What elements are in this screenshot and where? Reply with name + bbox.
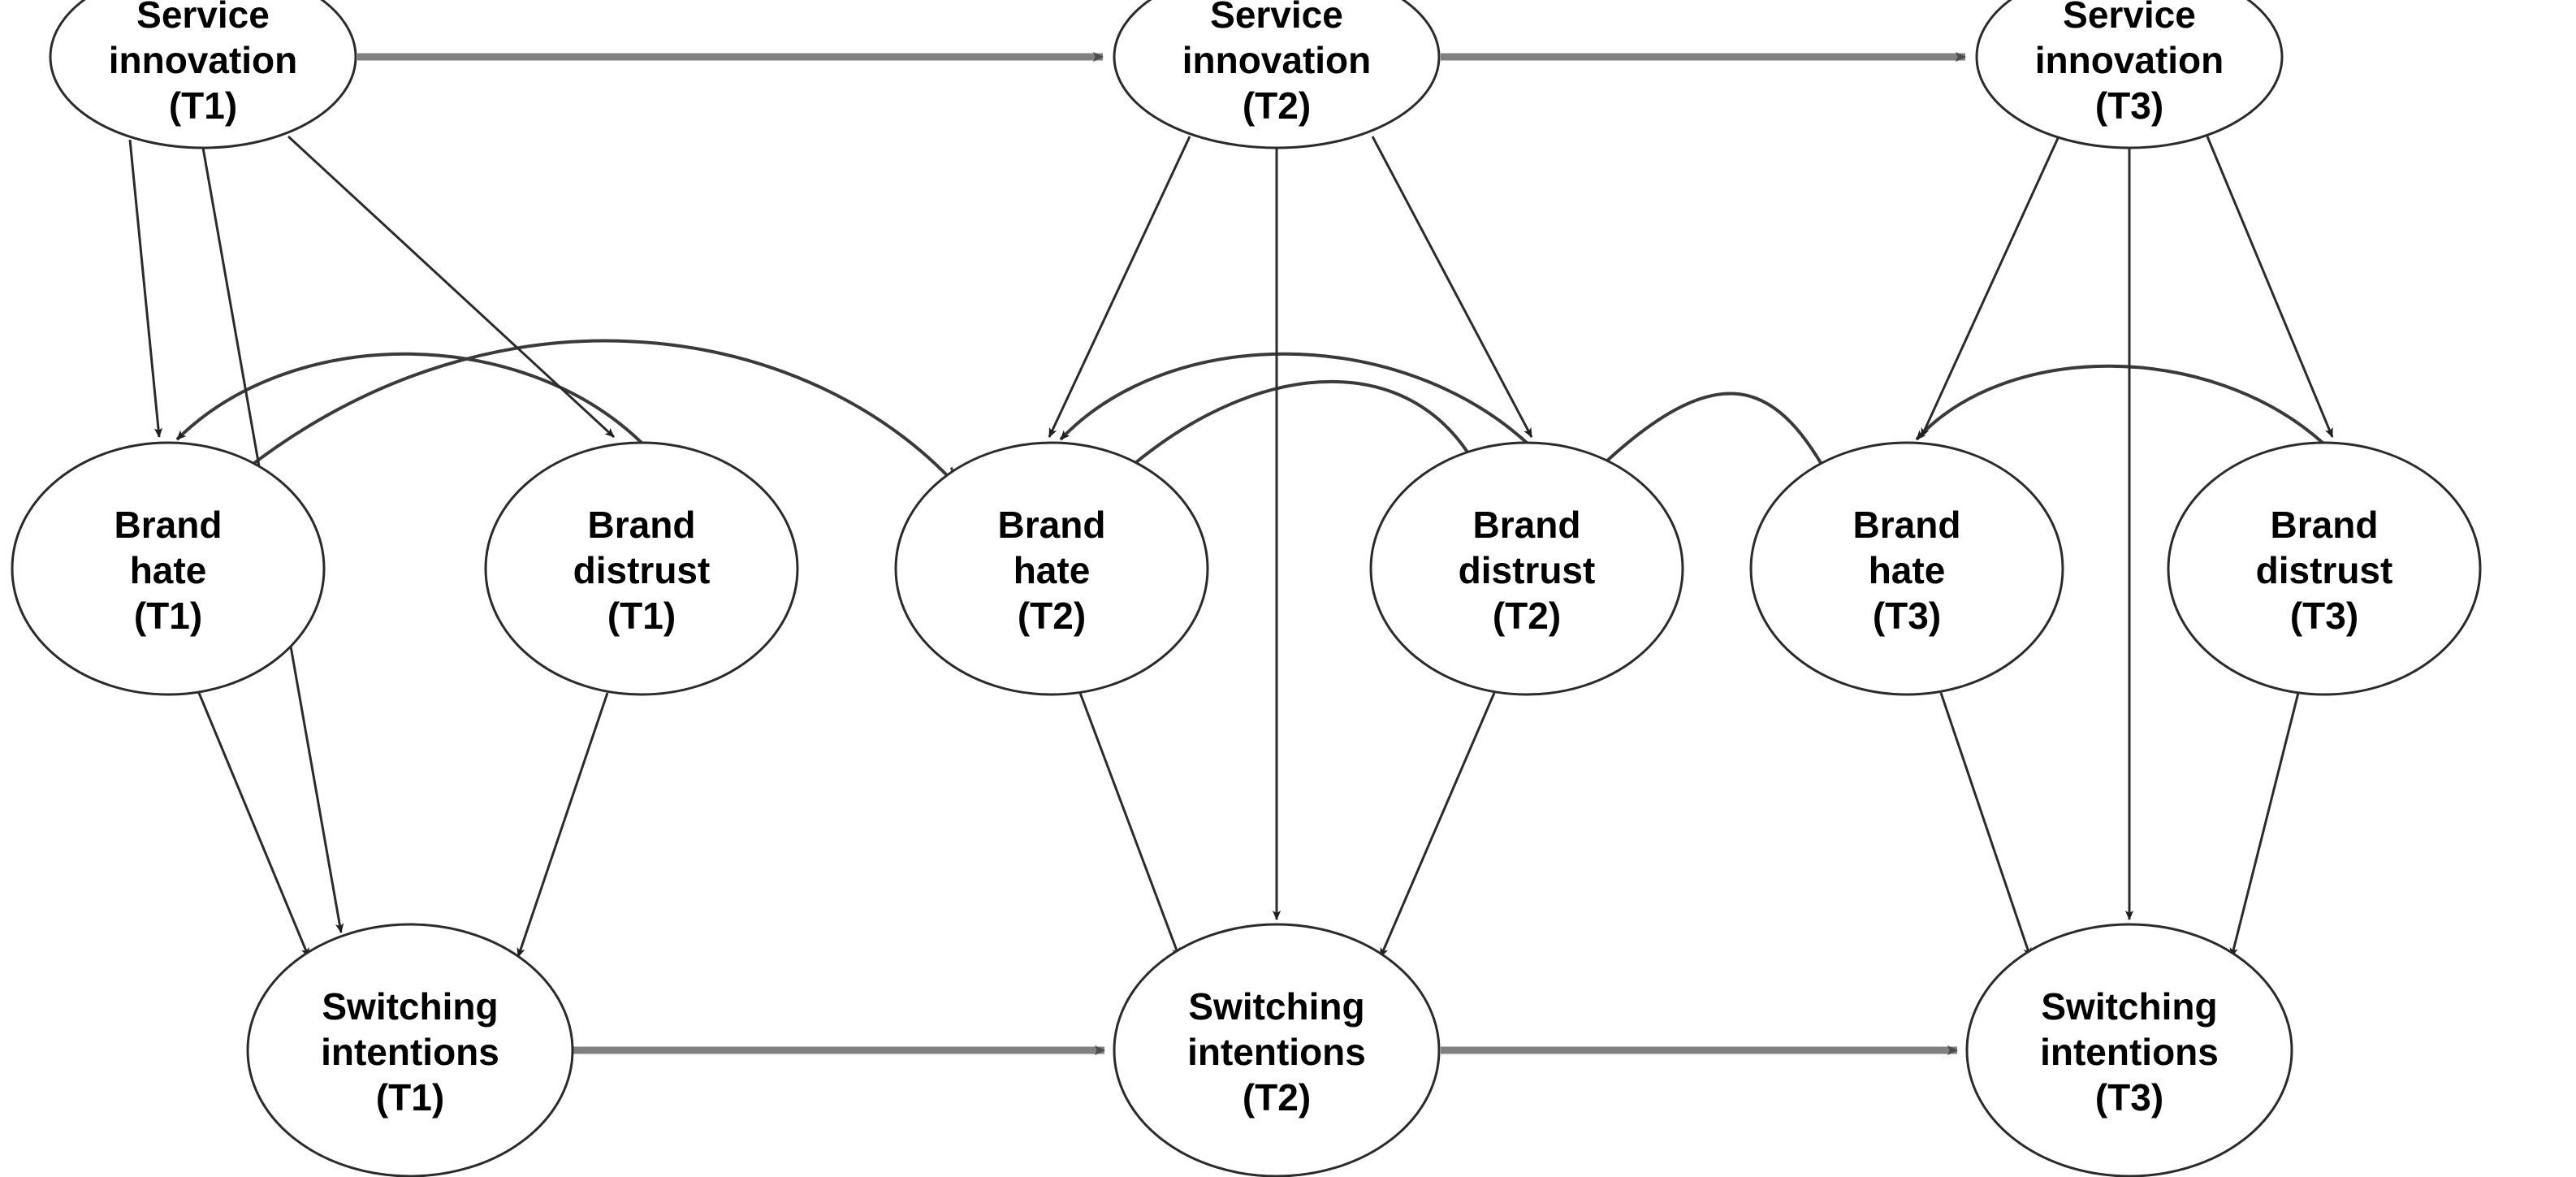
node-label-line1: Service [2063,0,2196,36]
edge-service-innovation-t1-to-brand-distrust-t1[interactable] [287,135,616,439]
node-label-line3: (T1) [607,595,676,637]
edge-brand-distrust-t3-to-switching-intentions-t3[interactable] [2229,692,2300,958]
edge-service-innovation-t3-to-brand-distrust-t3[interactable] [2206,136,2334,438]
node-shape [1113,923,1441,1177]
node-label-line1: Brand [588,504,696,546]
node-shape [1749,441,2064,696]
node-brand-hate-t1[interactable]: Brand hate (T1) [11,441,326,696]
node-label-line1: Brand [1473,504,1581,546]
edge-brand-distrust-t1-to-switching-intentions-t1[interactable] [516,692,609,958]
edge-brand-hate-t1-to-switching-intentions-t1[interactable] [197,692,310,958]
edge-service-innovation-t2-to-brand-hate-t2[interactable] [1048,136,1191,438]
node-shape [1113,0,1441,149]
node-service-innovation-t1[interactable]: Service innovation (T1) [49,0,357,149]
node-shape [484,441,799,696]
node-label-line2: innovation [109,39,298,81]
node-label-line3: (T3) [2095,1076,2163,1119]
thin-edge-group [128,135,2334,958]
edge-brand-distrust-t2-to-brand-hate-t2[interactable] [1059,352,1528,444]
node-label-line1: Service [136,0,270,36]
node-label-line1: Service [1210,0,1343,36]
node-shape [1369,441,1684,696]
node-shape [246,923,574,1177]
node-label-line2: distrust [1459,549,1596,591]
edge-service-innovation-t2-to-brand-distrust-t2[interactable] [1371,136,1533,438]
node-switching-intentions-t3[interactable]: Switching intentions (T3) [1965,923,2293,1177]
node-shape [49,0,357,149]
node-label-line2: distrust [573,549,711,591]
node-label-line3: (T2) [1243,1076,1311,1119]
node-label-line3: (T3) [1873,595,1941,637]
node-brand-distrust-t2[interactable]: Brand distrust (T2) [1369,441,1684,696]
node-label-line1: Brand [998,504,1106,546]
crosslagged-arc-group [175,339,2324,491]
node-shape [2167,441,2482,696]
node-label-line2: intentions [2040,1031,2219,1073]
node-label-line3: (T1) [169,84,237,127]
node-switching-intentions-t1[interactable]: Switching intentions (T1) [246,923,574,1177]
node-label-line2: hate [1014,549,1091,591]
edge-brand-hate-t2-to-switching-intentions-t2[interactable] [1078,692,1181,958]
edge-service-innovation-t1-to-brand-hate-t1[interactable] [128,139,163,438]
node-brand-hate-t2[interactable]: Brand hate (T2) [894,441,1209,696]
node-switching-intentions-t2[interactable]: Switching intentions (T2) [1113,923,1441,1177]
edge-service-innovation-t3-to-brand-hate-t3[interactable] [1920,136,2060,438]
node-label-line3: (T2) [1018,595,1086,637]
edge-brand-distrust-t1-to-brand-hate-t1[interactable] [175,352,643,444]
autoregressive-edge-group [357,52,1966,1055]
node-label-line3: (T3) [2290,595,2358,637]
edge-brand-hate-t3-to-brand-distrust-t3[interactable] [1915,364,2324,444]
edge-brand-distrust-t2-to-switching-intentions-t2[interactable] [1379,692,1496,958]
edge-brand-hate-t2-to-brand-distrust-t2[interactable] [1124,379,1488,491]
node-label-line3: (T2) [1493,595,1561,637]
node-service-innovation-t2[interactable]: Service innovation (T2) [1113,0,1441,149]
node-label-line2: innovation [1182,39,1372,81]
node-label-line3: (T3) [2095,84,2163,127]
node-brand-distrust-t1[interactable]: Brand distrust (T1) [484,441,799,696]
node-label-line3: (T1) [134,595,202,637]
edge-brand-distrust-t2-to-brand-hate-t3[interactable] [1590,392,1835,489]
node-label-line2: distrust [2256,549,2393,591]
node-label-line1: Switching [2041,985,2217,1028]
node-label-line1: Brand [1853,504,1961,546]
node-shape [1965,923,2293,1177]
node-label-line1: Brand [115,504,223,546]
node-brand-hate-t3[interactable]: Brand hate (T3) [1749,441,2064,696]
node-shape [11,441,326,696]
node-label-line1: Switching [322,985,498,1028]
node-label-line1: Brand [2271,504,2379,546]
node-shape [894,441,1209,696]
node-service-innovation-t3[interactable]: Service innovation (T3) [1975,0,2284,149]
node-shape [1975,0,2284,149]
edge-brand-hate-t3-to-switching-intentions-t3[interactable] [1939,692,2032,958]
node-label-line2: innovation [2035,39,2224,81]
node-label-line2: intentions [1187,1031,1366,1073]
node-label-line3: (T2) [1243,84,1311,127]
node-label-line2: hate [1869,549,1946,591]
edge-brand-hate-t1-to-brand-hate-t2[interactable] [242,339,961,490]
node-label-line2: hate [130,549,207,591]
node-brand-distrust-t3[interactable]: Brand distrust (T3) [2167,441,2482,696]
node-label-line2: intentions [321,1031,499,1073]
node-label-line3: (T1) [376,1076,444,1119]
node-label-line1: Switching [1188,985,1364,1028]
node-group: Service innovation (T1) Service innovati… [11,0,2482,1177]
